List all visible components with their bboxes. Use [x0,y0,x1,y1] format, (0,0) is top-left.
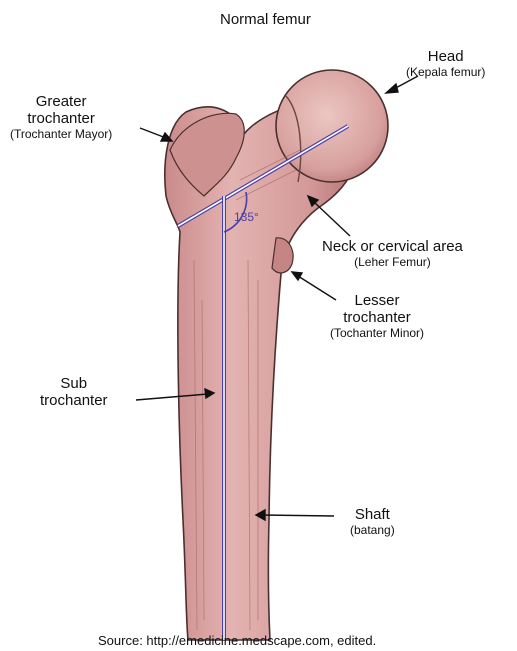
sub-trochanter-label-line1: Sub [40,376,108,393]
head-label: Head (Kepala femur) [406,49,485,79]
diagram-title: Normal femur [220,12,311,29]
neck-label: Neck or cervical area (Leher Femur) [322,239,463,269]
angle-label: 135° [234,210,259,224]
neck-label-main: Neck or cervical area [322,239,463,256]
greater-trochanter-label: Greater trochanter (Trochanter Mayor) [10,94,112,141]
head-label-main: Head [406,49,485,66]
greater-trochanter-label-line1: Greater [10,94,112,111]
greater-trochanter-label-line2: trochanter [10,111,112,128]
lesser-trochanter-label-line2: trochanter [330,310,424,327]
shaft-label-sub: (batang) [350,524,395,537]
greater-trochanter-label-sub: (Trochanter Mayor) [10,128,112,141]
neck-label-sub: (Leher Femur) [322,256,463,269]
source-caption: Source: http://emedicine.medscape.com, e… [98,634,376,649]
shaft-label: Shaft (batang) [350,507,395,537]
lesser-trochanter-label: Lesser trochanter (Tochanter Minor) [330,293,424,340]
lesser-trochanter-label-line1: Lesser [330,293,424,310]
neck-arrow [308,196,350,236]
shaft-label-main: Shaft [350,507,395,524]
greater-trochanter-arrow [140,128,172,141]
sub-trochanter-label: Sub trochanter [40,376,108,410]
lesser-trochanter-label-sub: (Tochanter Minor) [330,327,424,340]
head-label-sub: (Kepala femur) [406,66,485,79]
sub-trochanter-label-line2: trochanter [40,393,108,410]
femoral-head [276,70,388,182]
